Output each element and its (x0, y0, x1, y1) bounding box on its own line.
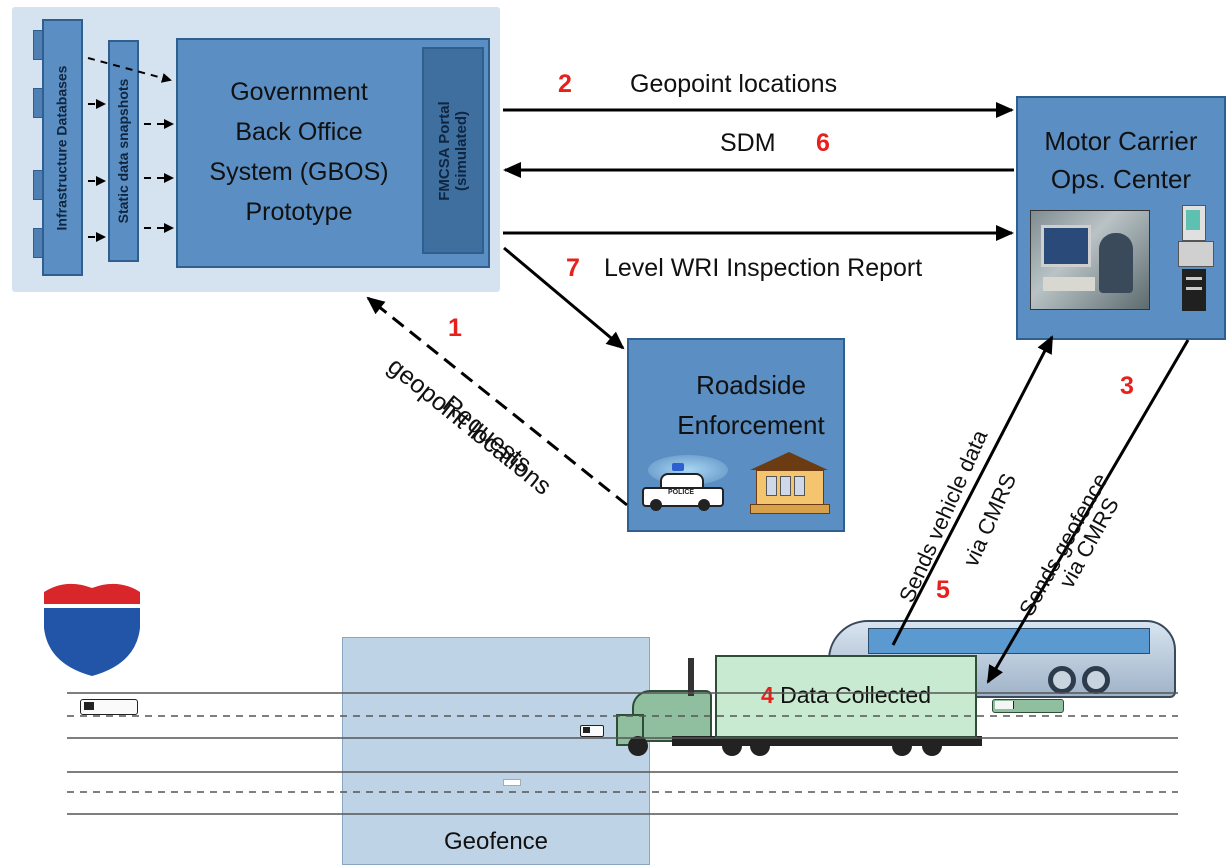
step-4-number: 4 (760, 682, 774, 708)
step-2-number: 2 (558, 70, 572, 98)
infrastructure-databases-box (42, 19, 83, 276)
car-icon-3 (992, 699, 1064, 713)
step-6-label: SDM (720, 129, 776, 157)
step-7-number: 7 (566, 254, 580, 282)
monitor-shape (1041, 225, 1091, 267)
car-icon (80, 699, 138, 715)
step-5-number: 5 (936, 576, 950, 604)
carrier-title-1: Motor Carrier (1044, 126, 1198, 156)
road-lines (67, 692, 1178, 815)
static-snapshots-box (108, 40, 139, 262)
police-text: POLICE (668, 489, 695, 496)
keyboard-shape (1043, 277, 1095, 291)
building-icon (750, 452, 830, 514)
data-collected-label: 4 Data Collected (715, 682, 977, 709)
data-collected-box (715, 655, 977, 738)
gbos-title-1: Government (230, 78, 368, 106)
step-7-label: Level WRI Inspection Report (604, 254, 923, 282)
computer-tower-icon (1178, 205, 1214, 313)
police-car-icon: POLICE (638, 455, 738, 515)
gbos-title-2: Back Office (235, 118, 363, 146)
lane-marker (503, 779, 521, 786)
carrier-title-2: Ops. Center (1050, 164, 1192, 194)
operator-shape (1099, 233, 1133, 293)
computer-operator-photo (1030, 210, 1150, 310)
truck-icon (612, 650, 982, 762)
internal-dashed-arrows (87, 57, 174, 242)
step-3-number: 3 (1120, 372, 1134, 400)
geofence-label: Geofence (443, 828, 549, 855)
step-4-text: Data Collected (780, 682, 932, 708)
gbos-title-3: System (GBOS) (209, 158, 389, 186)
geofence-area (342, 637, 650, 865)
car-icon-2 (580, 725, 604, 737)
gbos-title-4: Prototype (245, 198, 353, 226)
step-2-label: Geopoint locations (630, 70, 838, 98)
roadside-title-2: Enforcement (677, 410, 825, 440)
step-6-number: 6 (816, 129, 830, 157)
step-1-number: 1 (448, 314, 462, 342)
roadside-title-1: Roadside (696, 370, 806, 400)
interstate-shield-icon (40, 578, 144, 678)
main-arrows (366, 102, 1190, 684)
fmcsa-portal-box (422, 47, 484, 254)
